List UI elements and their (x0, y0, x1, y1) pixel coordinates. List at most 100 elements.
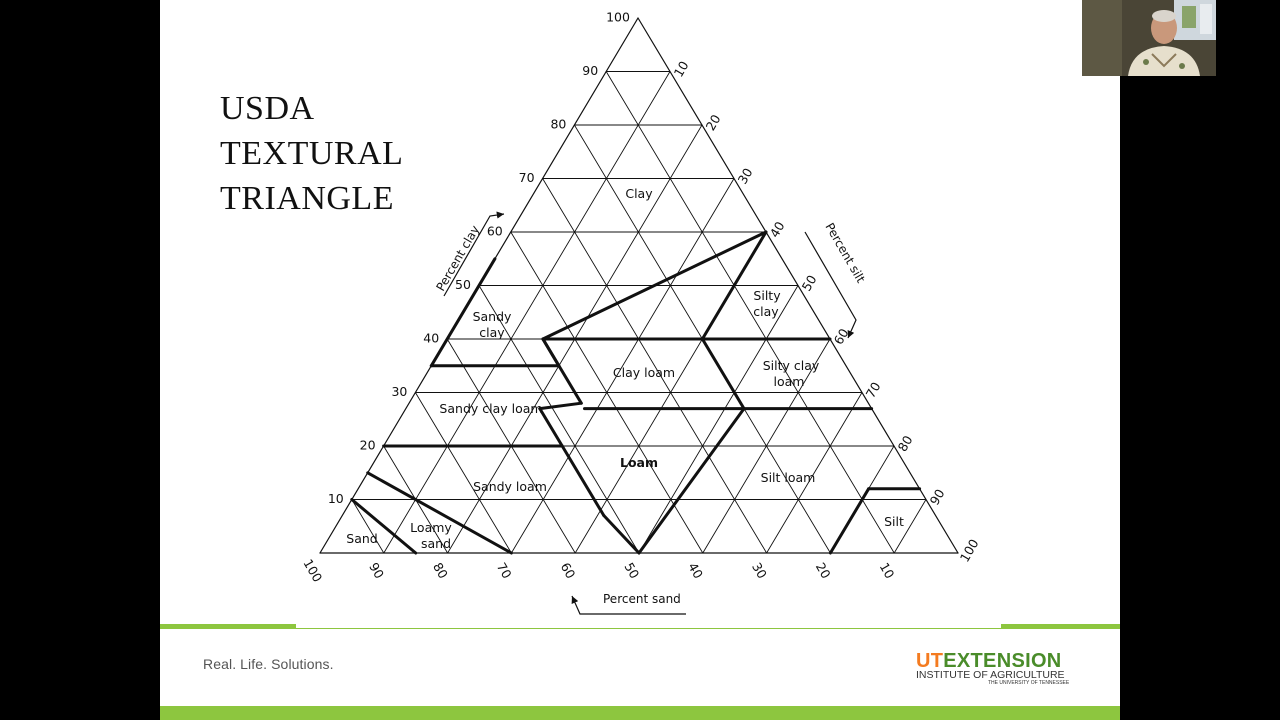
clay-tick-30: 30 (391, 384, 407, 399)
footer-rule-center (296, 628, 1001, 629)
clay-tick-10: 10 (328, 491, 344, 506)
grid-line-silt-60 (702, 338, 831, 554)
class-boundary-12 (602, 514, 641, 555)
soil-texture-triangle: 10 20 30 40 50 60 70 80 90 100 10 20 30 40 50 60 70 80 90… (300, 10, 982, 615)
sand-axis-title: Percent sand (603, 592, 681, 606)
footer-rule-left (160, 624, 296, 629)
triangle-grid (351, 71, 927, 554)
class-sandy-clay-line2: clay (479, 325, 505, 340)
sand-tick-100: 100 (300, 556, 325, 584)
sand-tick-60: 60 (558, 560, 579, 581)
silt-tick-20: 20 (703, 112, 724, 133)
silt-tick-90: 90 (927, 486, 948, 507)
sand-tick-90: 90 (366, 560, 387, 581)
grid-line-silt-50 (638, 285, 799, 554)
clay-tick-50: 50 (455, 277, 471, 292)
class-silty-clay-loam-line2: loam (774, 374, 805, 389)
sand-tick-80: 80 (430, 560, 451, 581)
sand-axis-ticks: 100 90 80 70 60 50 40 30 20 10 (300, 556, 897, 584)
clay-tick-90: 90 (582, 63, 598, 78)
clay-tick-60: 60 (487, 224, 503, 239)
class-boundary-11 (560, 444, 606, 517)
silt-tick-80: 80 (895, 433, 916, 454)
class-boundary-3 (541, 230, 768, 341)
sand-tick-50: 50 (621, 560, 642, 581)
grid-line-silt-90 (893, 499, 927, 554)
sand-axis-title-group: Percent sand (571, 592, 686, 615)
class-boundary-20 (350, 498, 418, 555)
class-silty-clay-line2: clay (753, 304, 779, 319)
sand-tick-70: 70 (494, 560, 515, 581)
title-line-2: TEXTURAL (220, 135, 404, 172)
class-boundary-14 (700, 337, 746, 411)
slide-bottom-band (160, 706, 1120, 720)
class-silt: Silt (884, 514, 904, 529)
class-boundary-0 (429, 257, 497, 368)
ut-extension-logo: UTEXTENSION INSTITUTE OF AGRICULTURE THE… (916, 650, 1080, 686)
class-clay: Clay (625, 186, 653, 201)
class-silt-loam: Silt loam (761, 470, 816, 485)
silt-axis-arrow-icon (804, 231, 857, 339)
footer-tagline: Real. Life. Solutions. (203, 656, 334, 672)
logo-institute: INSTITUTE OF AGRICULTURE (916, 669, 1065, 681)
title-line-3: TRIANGLE (220, 180, 394, 217)
clay-tick-70: 70 (519, 170, 535, 185)
logo-university: THE UNIVERSITY OF TENNESSEE (988, 680, 1070, 686)
presenter-video-frame (1082, 0, 1216, 76)
sand-tick-10: 10 (877, 560, 898, 581)
logo-ut: UT (916, 650, 944, 672)
clay-axis-arrow-icon (443, 211, 505, 297)
grid-line-sand-50 (478, 285, 640, 554)
grid-line-silt-30 (510, 178, 735, 554)
sand-tick-40: 40 (685, 560, 706, 581)
grid-line-silt-10 (383, 71, 671, 554)
silt-axis-title: Percent silt (822, 221, 868, 286)
sand-axis-arrow-icon (571, 595, 686, 615)
class-boundary-6 (700, 230, 768, 341)
silt-tick-30: 30 (735, 165, 756, 186)
class-boundaries (350, 230, 922, 555)
class-boundary-19 (366, 471, 513, 555)
class-loamy-sand-line2: sand (421, 536, 451, 551)
slide-title: USDA TEXTURAL TRIANGLE (220, 86, 403, 221)
class-boundary-8 (538, 401, 583, 411)
class-boundary-9 (538, 407, 564, 448)
title-line-1: USDA (220, 90, 315, 127)
silt-tick-100: 100 (957, 536, 982, 564)
logo-extension: EXTENSION (943, 650, 1062, 672)
class-boundary-16 (637, 407, 746, 555)
grid-line-sand-70 (414, 392, 512, 554)
triangle-edge-right (637, 17, 959, 554)
class-silty-clay-loam-line1: Silty clay (763, 358, 820, 373)
logo-wordmark: UTEXTENSION (916, 650, 1062, 673)
silt-tick-70: 70 (863, 379, 884, 400)
sand-tick-20: 20 (813, 560, 834, 581)
grid-line-silt-70 (766, 392, 863, 554)
presentation-slide: USDA TEXTURAL TRIANGLE 10 20 30 40 50 60 70 80 9… (160, 0, 1120, 720)
class-silty-clay-line1: Silty (753, 288, 781, 303)
silt-tick-50: 50 (799, 272, 820, 293)
grid-line-sand-10 (605, 71, 895, 554)
grid-line-sand-90 (351, 499, 385, 554)
silt-tick-10: 10 (671, 58, 692, 79)
class-sandy-clay-loam: Sandy clay loam (439, 401, 542, 416)
class-labels: Clay Sandy clay Silty clay Clay loam Sil… (346, 186, 904, 551)
class-boundary-18 (828, 487, 871, 555)
clay-tick-40: 40 (423, 331, 439, 346)
sand-tick-30: 30 (749, 560, 770, 581)
class-boundary-7 (541, 337, 583, 405)
class-loamy-sand-line1: Loamy (410, 520, 452, 535)
footer-rule-right (1001, 624, 1120, 629)
clay-tick-80: 80 (550, 117, 566, 132)
clay-tick-100: 100 (606, 10, 630, 25)
class-sandy-clay-line1: Sandy (473, 309, 512, 324)
grid-line-sand-30 (542, 178, 768, 554)
class-loam: Loam (620, 455, 658, 470)
class-clay-loam: Clay loam (613, 365, 675, 380)
presenter-video-icon (1082, 0, 1216, 76)
class-sand: Sand (346, 531, 377, 546)
axis-tick-labels: 10 20 30 40 50 60 70 80 90 100 10 20 30 40 50 60 70 80 90… (300, 10, 981, 585)
class-sandy-loam: Sandy loam (473, 479, 547, 494)
silt-tick-60: 60 (831, 326, 852, 347)
